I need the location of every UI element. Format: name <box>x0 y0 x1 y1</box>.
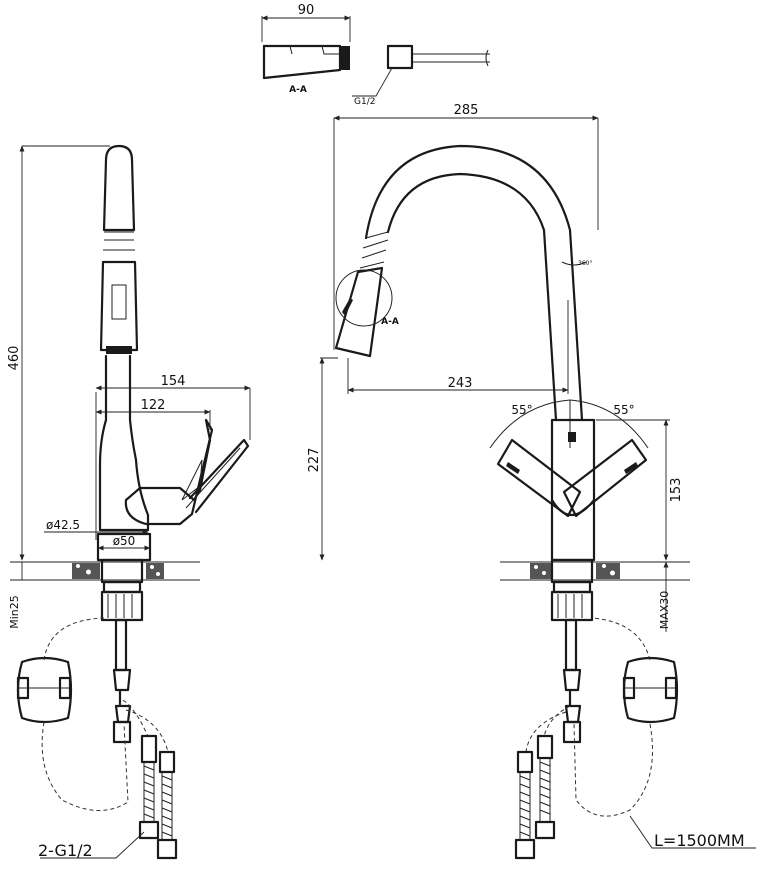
angle-right-label: 55° <box>613 403 634 417</box>
min-deck-dimension: Min25 <box>8 595 21 629</box>
section-label: A-A <box>289 85 307 95</box>
max-deck-dimension: MAX30 <box>658 591 671 630</box>
spray-head-nozzle <box>340 46 350 70</box>
total-width-dimension: 285 <box>454 103 479 118</box>
hose-length-label: L=1500MM <box>654 831 745 850</box>
section-a-a-view: 90 A-A G1/2 <box>261 3 490 107</box>
spout-reach-dimension: 243 <box>448 376 473 391</box>
thread-top-label: G1/2 <box>354 97 375 107</box>
base-diameter-dimension: ø50 <box>113 534 136 548</box>
deck-countertop <box>72 563 164 579</box>
detail-label: A-A <box>381 317 399 327</box>
top-width-dimension: 90 <box>298 3 315 18</box>
deck-countertop-front <box>530 563 620 579</box>
total-height-dimension: 460 <box>7 346 22 371</box>
handle-height-dimension: 153 <box>669 478 684 503</box>
spout-height-dimension: 227 <box>307 448 322 473</box>
side-view: 460 154 122 ø42.5 ø50 Min25 <box>7 144 251 860</box>
swivel-angle-label: 360° <box>578 260 592 267</box>
spout-reach-inner-dimension: 122 <box>141 398 166 413</box>
body-diameter-dimension: ø42.5 <box>46 518 80 532</box>
detail-circle <box>335 269 393 327</box>
angle-left-label: 55° <box>511 403 532 417</box>
front-view: 285 A-A 360° 243 227 55° 55° <box>307 103 756 860</box>
hose-threads-label: 2-G1/2 <box>38 841 93 860</box>
spout-reach-outer-dimension: 154 <box>161 374 186 389</box>
